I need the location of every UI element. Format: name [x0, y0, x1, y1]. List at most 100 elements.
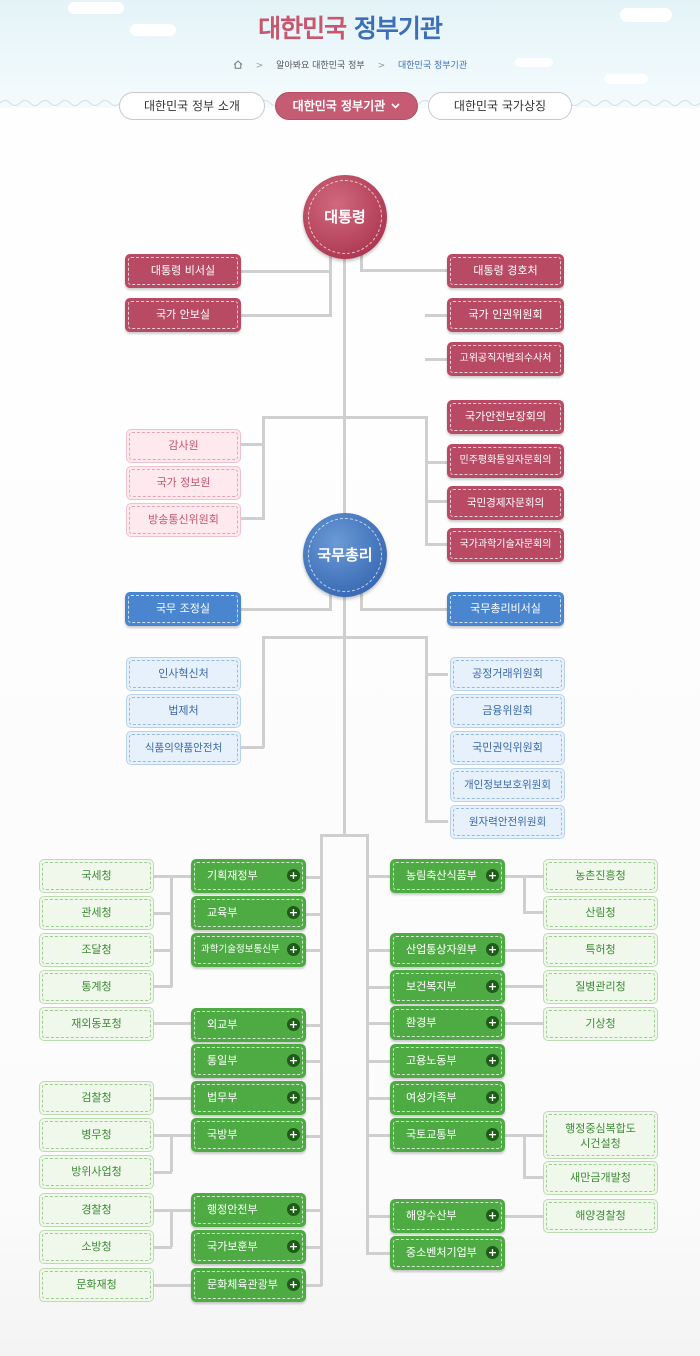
org-connector [305, 876, 322, 879]
pm-agency-item[interactable]: 금융위원회 [450, 694, 565, 728]
prime-minister-node[interactable]: 국무총리 [303, 513, 387, 597]
advisory-council-item[interactable]: 국가안전보장회의 [447, 400, 564, 434]
plus-icon[interactable]: + [287, 869, 300, 882]
home-icon[interactable] [233, 60, 246, 71]
independent-agency-item[interactable]: 방송통신위원회 [126, 503, 241, 537]
president-office-item[interactable]: 대통령 경호처 [447, 254, 564, 288]
org-connector [523, 911, 543, 914]
plus-icon[interactable]: + [486, 1246, 499, 1259]
org-connector [305, 1284, 322, 1287]
ministry-item[interactable]: 기획재정부+ [191, 859, 306, 893]
president-office-item[interactable]: 국가 안보실 [125, 298, 241, 332]
ministry-item[interactable]: 문화체육관광부+ [191, 1268, 306, 1302]
plus-icon[interactable]: + [486, 943, 499, 956]
ministry-item[interactable]: 외교부+ [191, 1008, 306, 1042]
pm-agency-item[interactable]: 법제처 [126, 694, 241, 728]
tab-national-symbols[interactable]: 대한민국 국가상징 [428, 92, 572, 120]
plus-icon[interactable]: + [287, 906, 300, 919]
org-connector [154, 912, 172, 915]
ministry-item[interactable]: 환경부+ [390, 1006, 505, 1040]
plus-icon[interactable]: + [486, 869, 499, 882]
president-office-item[interactable]: 국가 인권위원회 [447, 298, 564, 332]
pm-agency-item[interactable]: 인사혁신처 [126, 657, 241, 691]
ministry-item[interactable]: 중소벤처기업부+ [390, 1236, 505, 1270]
sub-agency-item[interactable]: 통계청 [39, 970, 154, 1004]
tab-government-intro[interactable]: 대한민국 정부 소개 [119, 92, 265, 120]
ministry-item[interactable]: 과학기술정보통신부+ [191, 933, 306, 967]
pm-agency-item[interactable]: 식품의약품안전처 [126, 731, 241, 765]
advisory-council-item[interactable]: 국가과학기술자문회의 [447, 528, 564, 562]
sub-agency-item[interactable]: 재외동포청 [39, 1007, 154, 1041]
pm-agency-item[interactable]: 공정거래위원회 [450, 657, 565, 691]
ministry-item[interactable]: 국가보훈부+ [191, 1230, 306, 1264]
advisory-council-item[interactable]: 국민경제자문회의 [447, 486, 564, 520]
ministry-item[interactable]: 행정안전부+ [191, 1193, 306, 1227]
ministry-item[interactable]: 해양수산부+ [390, 1199, 505, 1233]
item-label: 농림축산식품부 [393, 862, 502, 890]
item-label: 국민권익위원회 [453, 734, 562, 762]
sub-agency-item[interactable]: 국세청 [39, 859, 154, 893]
plus-icon[interactable]: + [486, 1209, 499, 1222]
plus-icon[interactable]: + [287, 943, 300, 956]
ministry-item[interactable]: 산업통상자원부+ [390, 933, 505, 967]
ministry-item[interactable]: 고용노동부+ [390, 1044, 505, 1078]
pm-agency-item[interactable]: 원자력안전위원회 [450, 805, 565, 839]
sub-agency-item[interactable]: 문화재청 [39, 1268, 154, 1302]
ministry-item[interactable]: 법무부+ [191, 1081, 306, 1115]
item-label: 국가보훈부 [194, 1233, 303, 1261]
advisory-council-item[interactable]: 민주평화통일자문회의 [447, 444, 564, 478]
pm-agency-item[interactable]: 국민권익위원회 [450, 731, 565, 765]
sub-agency-item[interactable]: 검찰청 [39, 1081, 154, 1115]
ministry-item[interactable]: 교육부+ [191, 896, 306, 930]
ministry-item[interactable]: 국방부+ [191, 1118, 306, 1152]
ministry-item[interactable]: 국토교통부+ [390, 1118, 505, 1152]
sub-agency-item[interactable]: 기상청 [543, 1007, 658, 1041]
president-node[interactable]: 대통령 [303, 175, 387, 259]
president-office-item[interactable]: 대통령 비서실 [125, 254, 241, 288]
pm-office-item[interactable]: 국무 조정실 [125, 592, 241, 626]
plus-icon[interactable]: + [287, 1128, 300, 1141]
plus-icon[interactable]: + [486, 980, 499, 993]
sub-agency-item[interactable]: 관세청 [39, 896, 154, 930]
pm-agency-item[interactable]: 개인정보보호위원회 [450, 768, 565, 802]
item-label: 보건복지부 [393, 973, 502, 1001]
plus-icon[interactable]: + [287, 1018, 300, 1031]
plus-icon[interactable]: + [486, 1054, 499, 1067]
sub-agency-item[interactable]: 행정중심복합도시건설청 [543, 1111, 658, 1159]
ministry-item[interactable]: 통일부+ [191, 1044, 306, 1078]
plus-icon[interactable]: + [287, 1091, 300, 1104]
sub-agency-item[interactable]: 조달청 [39, 933, 154, 967]
ministry-item[interactable]: 여성가족부+ [390, 1081, 505, 1115]
breadcrumb-item[interactable]: 알아봐요 대한민국 정부 [276, 61, 365, 71]
president-office-item[interactable]: 고위공직자범죄수사처 [447, 342, 564, 376]
item-label: 통계청 [42, 973, 151, 1001]
plus-icon[interactable]: + [486, 1091, 499, 1104]
sub-agency-item[interactable]: 산림청 [543, 896, 658, 930]
ministry-item[interactable]: 보건복지부+ [390, 970, 505, 1004]
item-label: 해양수산부 [393, 1202, 502, 1230]
sub-agency-item[interactable]: 소방청 [39, 1230, 154, 1264]
sub-agency-item[interactable]: 해양경찰청 [543, 1199, 658, 1233]
sub-agency-item[interactable]: 새만금개발청 [543, 1161, 658, 1195]
ministry-item[interactable]: 농림축산식품부+ [390, 859, 505, 893]
independent-agency-item[interactable]: 감사원 [126, 429, 241, 463]
sub-agency-item[interactable]: 방위사업청 [39, 1155, 154, 1189]
plus-icon[interactable]: + [287, 1240, 300, 1253]
sub-agency-item[interactable]: 질병관리청 [543, 970, 658, 1004]
sub-agency-item[interactable]: 병무청 [39, 1118, 154, 1152]
sub-agency-item[interactable]: 특허청 [543, 933, 658, 967]
sub-agency-item[interactable]: 농촌진흥청 [543, 859, 658, 893]
sub-agency-item[interactable]: 경찰청 [39, 1193, 154, 1227]
org-connector [305, 1024, 322, 1027]
independent-agency-item[interactable]: 국가 정보원 [126, 466, 241, 500]
tab-government-agencies[interactable]: 대한민국 정부기관 [275, 92, 418, 120]
plus-icon[interactable]: + [486, 1128, 499, 1141]
tab-label: 대한민국 정부 소개 [144, 99, 240, 113]
org-connector [366, 1022, 390, 1025]
plus-icon[interactable]: + [287, 1203, 300, 1216]
item-label: 인사혁신처 [129, 660, 238, 688]
plus-icon[interactable]: + [287, 1054, 300, 1067]
plus-icon[interactable]: + [287, 1278, 300, 1291]
plus-icon[interactable]: + [486, 1016, 499, 1029]
pm-office-item[interactable]: 국무총리비서실 [447, 592, 564, 626]
